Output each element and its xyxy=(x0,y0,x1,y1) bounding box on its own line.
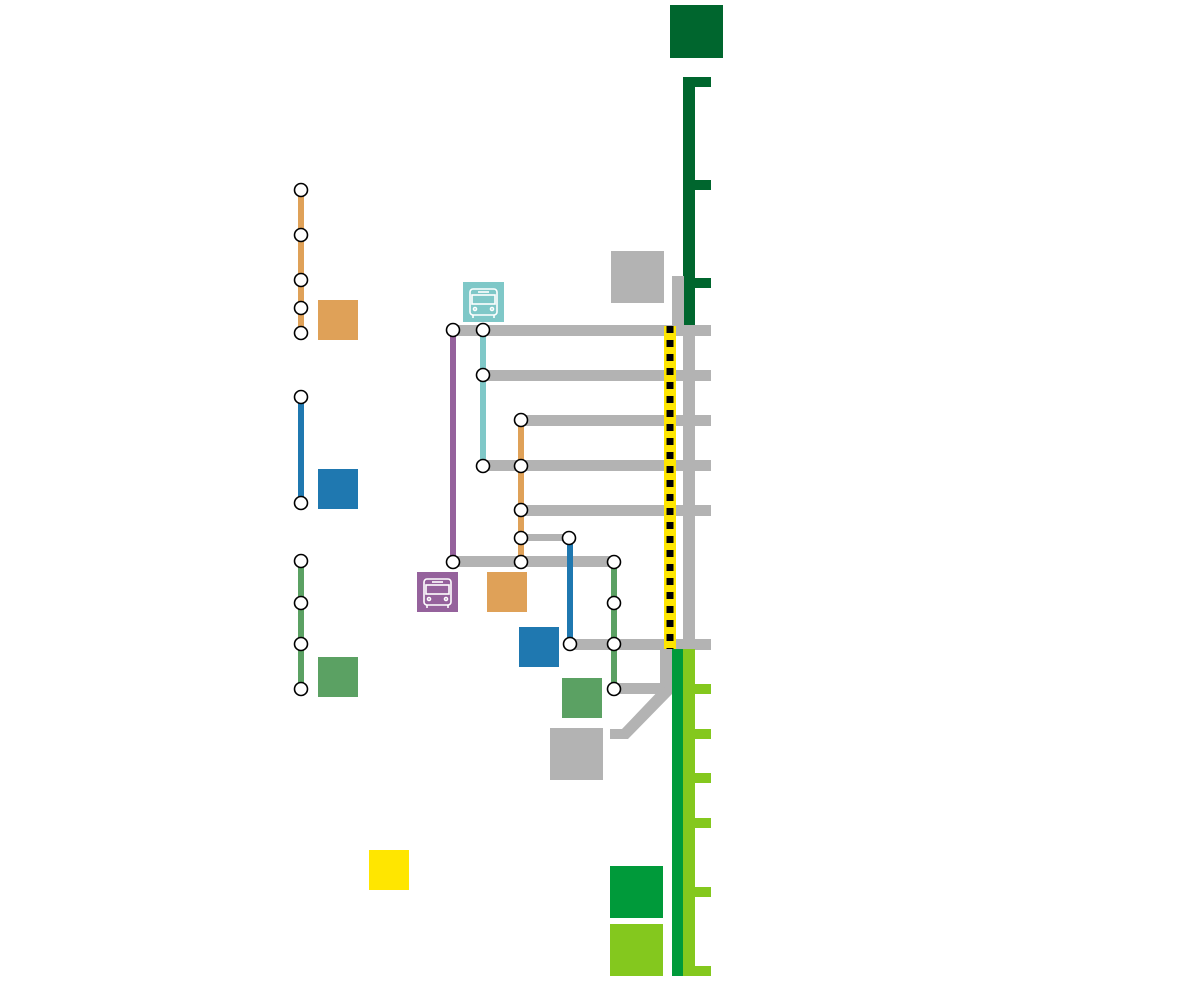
station-marker xyxy=(475,458,491,474)
station-marker xyxy=(293,681,309,697)
station-marker xyxy=(293,553,309,569)
mid-green-line-badge xyxy=(610,866,663,918)
station-marker xyxy=(513,502,529,518)
station-marker xyxy=(293,325,309,341)
station-marker xyxy=(445,322,461,338)
dark-green-line-badge xyxy=(670,5,723,58)
station-marker xyxy=(293,300,309,316)
bus-icon xyxy=(423,578,452,608)
station-marker xyxy=(293,595,309,611)
station-marker xyxy=(606,595,622,611)
gray-trunk-line xyxy=(672,276,695,650)
legend-blue-badge xyxy=(318,469,358,509)
legend-orange-badge xyxy=(318,300,358,340)
bus-icon xyxy=(469,288,498,318)
legend-green-line xyxy=(298,561,358,697)
green-line-center xyxy=(611,562,617,689)
purple-line xyxy=(450,330,456,562)
station-marker xyxy=(606,554,622,570)
station-marker xyxy=(561,530,577,546)
station-marker xyxy=(562,636,578,652)
legend-yellow-badge xyxy=(369,850,409,890)
teal-bus-icon-badge xyxy=(463,282,504,322)
gray-branches xyxy=(452,325,711,739)
station-marker xyxy=(445,554,461,570)
blue-line-badge-center xyxy=(519,627,559,667)
station-marker xyxy=(475,367,491,383)
yellow-black-line xyxy=(664,326,676,649)
station-marker xyxy=(513,412,529,428)
station-marker xyxy=(513,554,529,570)
blue-line-center xyxy=(567,538,573,644)
gray-line-badge-bottom xyxy=(550,728,603,780)
orange-line-center xyxy=(518,420,524,562)
station-marker xyxy=(293,636,309,652)
station-marker xyxy=(606,636,622,652)
green-line-badge-center xyxy=(562,678,602,718)
station-marker xyxy=(606,681,622,697)
station-marker xyxy=(293,272,309,288)
green-lower-line xyxy=(672,649,711,976)
legend-blue-line xyxy=(298,397,358,509)
legend-orange-line xyxy=(298,190,358,340)
station-marker xyxy=(513,530,529,546)
station-marker xyxy=(513,458,529,474)
station-marker xyxy=(293,182,309,198)
station-marker xyxy=(293,389,309,405)
gray-line-badge-top xyxy=(611,251,664,303)
light-green-line-badge xyxy=(610,924,663,976)
station-marker xyxy=(475,322,491,338)
dark-green-line xyxy=(683,77,711,327)
legend-green-badge xyxy=(318,657,358,697)
stations xyxy=(293,182,622,697)
purple-bus-icon-badge xyxy=(417,572,458,612)
station-marker xyxy=(293,495,309,511)
orange-line-badge-center xyxy=(487,572,527,612)
station-marker xyxy=(293,227,309,243)
teal-line xyxy=(480,330,486,466)
